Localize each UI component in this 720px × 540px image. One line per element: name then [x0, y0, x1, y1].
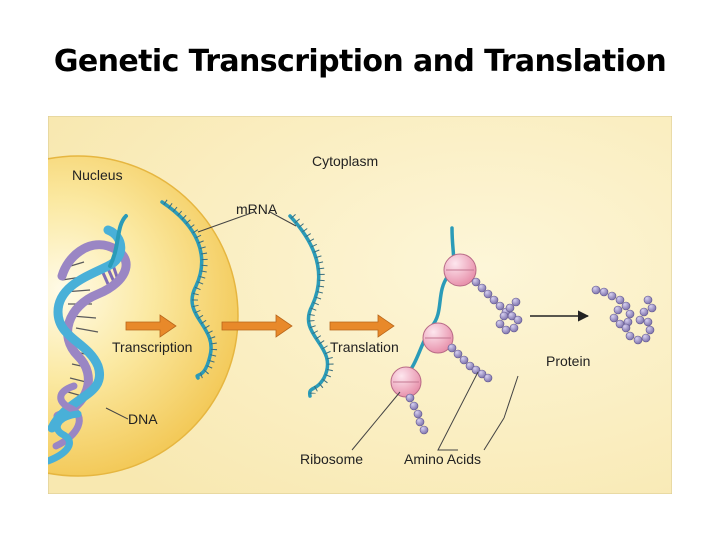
mrna-strand-2	[288, 213, 334, 398]
amino-acid-chains	[405, 277, 523, 435]
arrow-translation	[329, 314, 395, 338]
label-nucleus: Nucleus	[72, 167, 123, 183]
arrow-transcription	[125, 314, 177, 338]
mrna-strand-1	[160, 199, 218, 380]
diagram: Nucleus Cytoplasm mRNA Transcription Tra…	[48, 116, 672, 494]
label-ribosome: Ribosome	[300, 451, 363, 467]
diagram-canvas: Nucleus Cytoplasm mRNA Transcription Tra…	[48, 116, 672, 494]
label-translation: Translation	[330, 339, 399, 355]
arrow-export	[221, 314, 293, 338]
label-dna: DNA	[128, 411, 158, 427]
label-amino-acids: Amino Acids	[404, 451, 481, 467]
process-arrows	[125, 314, 395, 338]
dna-helix	[48, 214, 131, 465]
label-protein: Protein	[546, 353, 590, 369]
label-cytoplasm: Cytoplasm	[312, 153, 378, 169]
slide-title: Genetic Transcription and Translation	[53, 44, 667, 79]
leader-lines	[105, 211, 519, 451]
label-mrna: mRNA	[236, 201, 278, 217]
protein-chain	[591, 285, 657, 345]
label-transcription: Transcription	[112, 339, 192, 355]
nucleus-shape	[48, 155, 239, 477]
ribosomes	[390, 253, 477, 398]
